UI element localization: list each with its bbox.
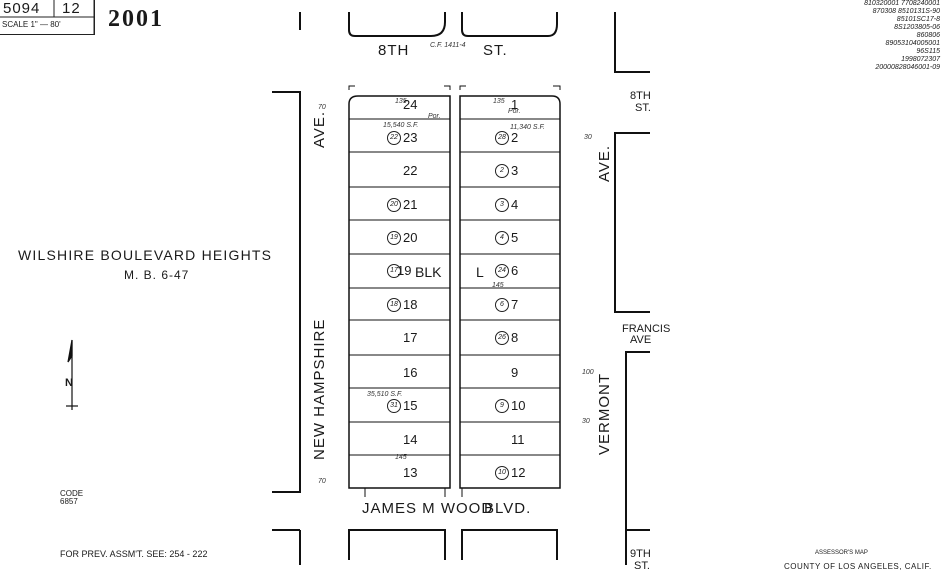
area-west-top: 15,540 S.F.: [383, 122, 419, 129]
dim-e-100: 100: [582, 369, 594, 376]
dim-e-30: 30: [582, 418, 590, 425]
west-lot-16: 16: [403, 365, 418, 380]
east-parcel-26: 26: [495, 331, 509, 345]
west-lot-17: 17: [403, 330, 418, 345]
page-number: 12: [62, 0, 81, 17]
east-lot-11: 11: [511, 432, 525, 447]
se-9th-label: 9TH: [630, 548, 651, 560]
east-parcel-3: 3: [495, 198, 509, 212]
east-parcel-24: 24: [495, 264, 509, 278]
code-label: CODE: [60, 489, 84, 498]
east-lot-7: 7: [511, 297, 519, 312]
east-lot-12: 12: [511, 465, 526, 480]
west-lot-21: 21: [403, 197, 418, 212]
dim-east-mid: 145: [492, 282, 504, 289]
west-parcel-19: 19: [387, 231, 401, 245]
dim-bottom-west: 145: [395, 454, 407, 461]
west-lot-23: 23: [403, 130, 418, 145]
west-parcel-17: 17: [387, 264, 401, 278]
map-number: 2001: [108, 6, 164, 32]
new-hampshire-ave-label: AVE.: [311, 110, 328, 148]
por-e: Por.: [508, 108, 521, 115]
dim-sw: 70: [318, 478, 326, 485]
west-lot-15: 15: [403, 398, 418, 413]
east-parcel-28: 28: [495, 131, 509, 145]
francis-ave-label: AVE: [630, 334, 652, 346]
book-number: 5094: [3, 0, 41, 17]
vermont-ave-label: AVE.: [596, 144, 613, 182]
west-lot-22: 22: [403, 163, 418, 178]
francis-label: FRANCIS: [622, 323, 671, 335]
west-parcel-22: 22: [387, 131, 401, 145]
west-lot-19: 19: [397, 263, 412, 278]
east-lot-5: 5: [511, 230, 519, 245]
dim-top-west: 135: [395, 98, 407, 105]
north-arrow-label: N: [65, 377, 73, 389]
west-lot-24: 24: [403, 97, 418, 112]
footer-county: COUNTY OF LOS ANGELES, CALIF.: [784, 562, 932, 571]
prev-assessment-note: FOR PREV. ASSM'T. SEE: 254 - 222: [60, 549, 208, 559]
west-lot-20: 20: [403, 230, 418, 245]
west-lot-18: 18: [403, 297, 418, 312]
code-value: 6857: [60, 497, 78, 506]
east-parcel-4: 4: [495, 231, 509, 245]
east-parcel-10: 10: [495, 466, 509, 480]
east-parcel-9: 9: [495, 399, 509, 413]
footer-assessor-map: ASSESSOR'S MAP: [815, 550, 868, 556]
west-parcel-18: 18: [387, 298, 401, 312]
east-parcel-6: 6: [495, 298, 509, 312]
dim-ne-30: 30: [584, 134, 592, 141]
east-lot-9: 9: [511, 365, 519, 380]
street-label-st: ST.: [483, 42, 508, 59]
east-lot-10: 10: [511, 398, 526, 413]
block-label: BLK: [415, 264, 442, 280]
new-hampshire-label: NEW HAMPSHIRE: [311, 318, 328, 460]
blvd-label: BLVD.: [484, 500, 532, 517]
por-w: Por.: [428, 113, 441, 120]
ne-st-label: ST.: [635, 102, 651, 114]
dim-nw: 70: [318, 104, 326, 111]
block-letter: L: [476, 264, 484, 280]
ne-8th-label: 8TH: [630, 90, 651, 102]
cf-note: C.F. 1411-4: [430, 42, 466, 49]
area-lot-15: 35,510 S.F.: [367, 391, 403, 398]
west-lot-14: 14: [403, 432, 418, 447]
west-parcel-20: 20: [387, 198, 401, 212]
tract-ref: M. B. 6-47: [124, 268, 190, 282]
west-parcel-31: 31: [387, 399, 401, 413]
east-parcel-2: 2: [495, 164, 509, 178]
west-lot-13: 13: [403, 465, 418, 480]
james-m-wood-label: JAMES M WOOD: [362, 500, 494, 517]
east-lot-2: 2: [511, 130, 519, 145]
area-east-top: 11,340 S.F.: [510, 124, 545, 131]
street-label-8th: 8TH: [378, 42, 410, 59]
east-lot-4: 4: [511, 197, 519, 212]
tract-name: WILSHIRE BOULEVARD HEIGHTS: [18, 247, 273, 263]
east-lot-6: 6: [511, 263, 519, 278]
scale-label: SCALE 1" — 80': [2, 20, 61, 29]
east-lot-1: 1: [511, 97, 519, 112]
east-lot-3: 3: [511, 163, 519, 178]
dim-top-east: 135: [493, 98, 505, 105]
east-lot-8: 8: [511, 330, 519, 345]
se-st-label: ST.: [634, 560, 650, 572]
vermont-label: VERMONT: [596, 373, 613, 455]
